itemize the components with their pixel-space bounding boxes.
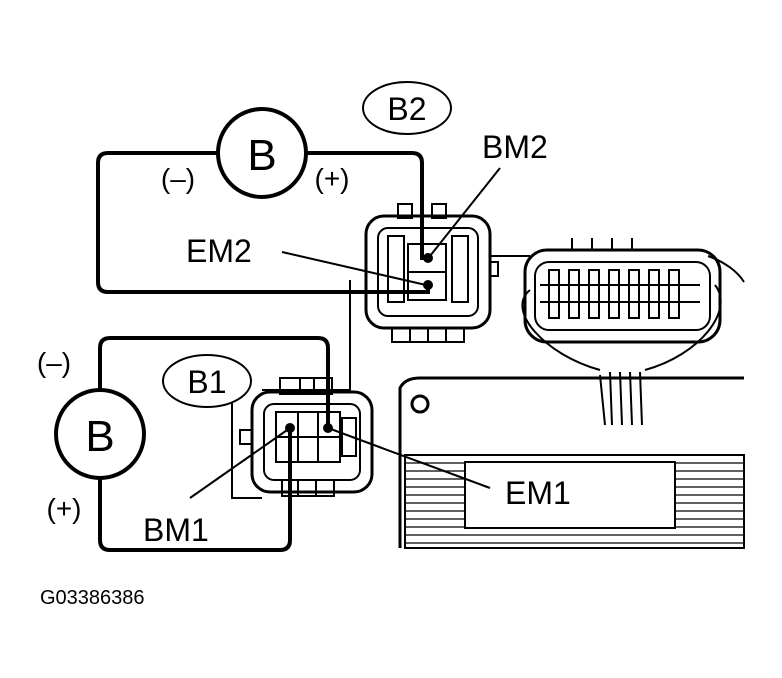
meter-top: B [216,107,308,199]
ecu-module [398,376,745,549]
em1-label: EM1 [505,475,571,511]
bm1-label: BM1 [143,512,209,548]
meter-top-label: B [247,131,276,180]
connector-b2-tag: B2 [362,81,452,135]
connector-b1 [239,377,374,497]
minus-top-label: (–) [161,163,195,194]
multi-pin-connector [521,238,745,426]
connector-b1-tag: B1 [162,354,252,408]
ecu-label-plate [464,461,676,529]
connector-b1-label: B1 [187,364,226,400]
plus-bottom-label: (+) [47,493,82,524]
minus-bottom-label: (–) [37,347,71,378]
top-meter-leads [96,151,433,294]
em2-label: EM2 [186,233,252,269]
connector-b2-label: B2 [387,91,426,127]
meter-bottom-label: B [85,412,114,461]
bm2-label: BM2 [482,129,548,165]
leader-lines [189,167,501,499]
connector-b2 [364,203,499,343]
figure-code: G03386386 [40,587,145,609]
meter-bottom: B [54,388,146,480]
plus-top-label: (+) [315,163,350,194]
